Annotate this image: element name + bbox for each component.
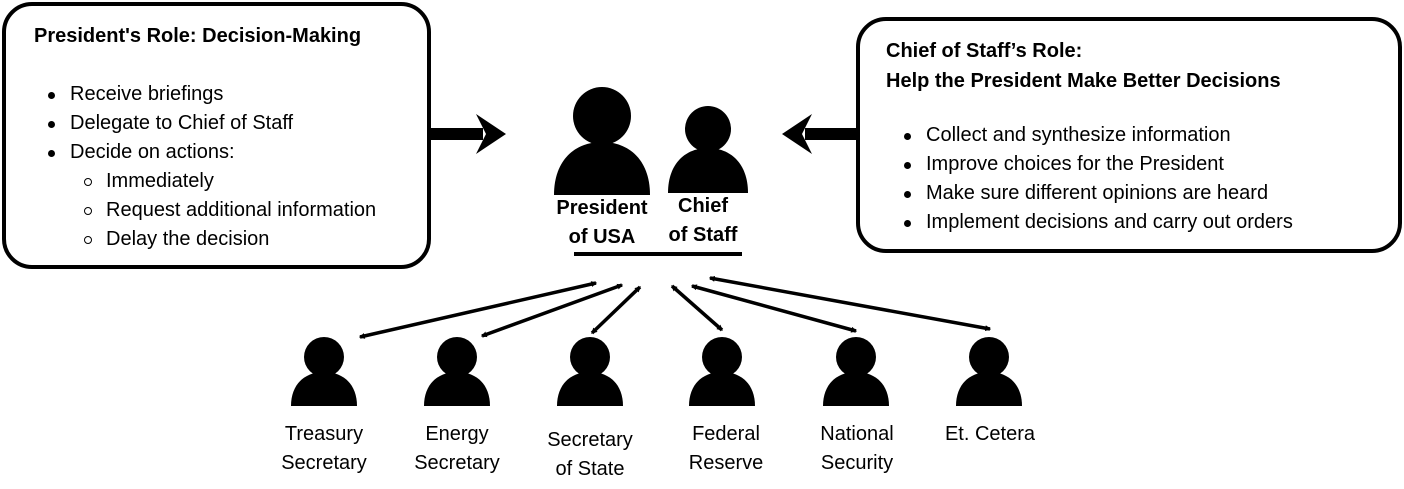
president-role-subitem: Immediately: [44, 167, 376, 196]
etcetera-person-icon: [956, 337, 1022, 406]
chief-person-icon: [668, 106, 748, 193]
president-label: President of USA: [544, 194, 660, 252]
double-arrow-icon: [590, 285, 642, 335]
energy-label: Energy Secretary: [397, 420, 517, 478]
fed-label-line2: Reserve: [688, 452, 764, 474]
fed-person-icon: [689, 337, 755, 406]
double-arrow-icon: [708, 275, 992, 332]
etcetera-label-line1: Et. Cetera: [944, 423, 1036, 445]
president-person-icon: [554, 87, 650, 195]
security-person-icon: [823, 337, 889, 406]
fed-label-line1: Federal: [692, 423, 760, 445]
chief-label: Chief of Staff: [655, 192, 751, 250]
chief-role-title-line2: Help the President Make Better Decisions: [886, 70, 1281, 92]
chief-label-line1: Chief: [678, 195, 728, 217]
fed-label: Federal Reserve: [666, 420, 786, 478]
state-person-icon: [557, 337, 623, 406]
president-role-subitem: Request additional information: [44, 196, 376, 225]
state-label: Secretary of State: [530, 426, 650, 484]
president-role-box: President's Role: Decision-Making Receiv…: [2, 2, 431, 269]
energy-label-line1: Energy: [425, 423, 489, 445]
president-role-subitem: Delay the decision: [44, 225, 376, 254]
chief-role-item: Implement decisions and carry out orders: [900, 208, 1293, 237]
energy-label-line2: Secretary: [414, 452, 500, 474]
energy-person-icon: [424, 337, 490, 406]
treasury-person-icon: [291, 337, 357, 406]
state-label-line1: Secretary: [547, 429, 633, 451]
treasury-label-line2: Secretary: [281, 452, 367, 474]
chief-role-item: Collect and synthesize information: [900, 121, 1293, 150]
security-label: National Security: [797, 420, 917, 478]
president-role-item: Decide on actions:: [44, 138, 376, 167]
treasury-label-line1: Treasury: [284, 423, 364, 445]
chief-role-item: Make sure different opinions are heard: [900, 179, 1293, 208]
president-role-title: President's Role: Decision-Making: [34, 25, 362, 47]
security-label-line1: National: [820, 423, 894, 445]
state-label-line2: of State: [555, 458, 625, 480]
chief-role-list: Collect and synthesize information Impro…: [900, 121, 1293, 237]
arrow-left-icon: [782, 114, 857, 154]
president-role-list: Receive briefings Delegate to Chief of S…: [44, 80, 376, 254]
president-label-line1: President: [556, 197, 648, 219]
arrow-right-icon: [431, 114, 506, 154]
chief-role-title-line1: Chief of Staff’s Role:: [886, 40, 1083, 62]
security-label-line2: Security: [820, 452, 894, 474]
chief-role-item: Improve choices for the President: [900, 150, 1293, 179]
chief-role-box: Chief of Staff’s Role: Help the Presiden…: [856, 17, 1402, 253]
etcetera-label: Et. Cetera: [928, 420, 1052, 449]
double-arrow-icon: [358, 281, 598, 339]
treasury-label: Treasury Secretary: [264, 420, 384, 478]
center-divider: [574, 252, 742, 256]
chief-label-line2: of Staff: [668, 224, 738, 246]
president-role-item: Delegate to Chief of Staff: [44, 109, 376, 138]
president-role-item: Receive briefings: [44, 80, 376, 109]
chief-role-title: Chief of Staff’s Role: Help the Presiden…: [886, 36, 1281, 96]
president-label-line2: of USA: [568, 226, 636, 248]
